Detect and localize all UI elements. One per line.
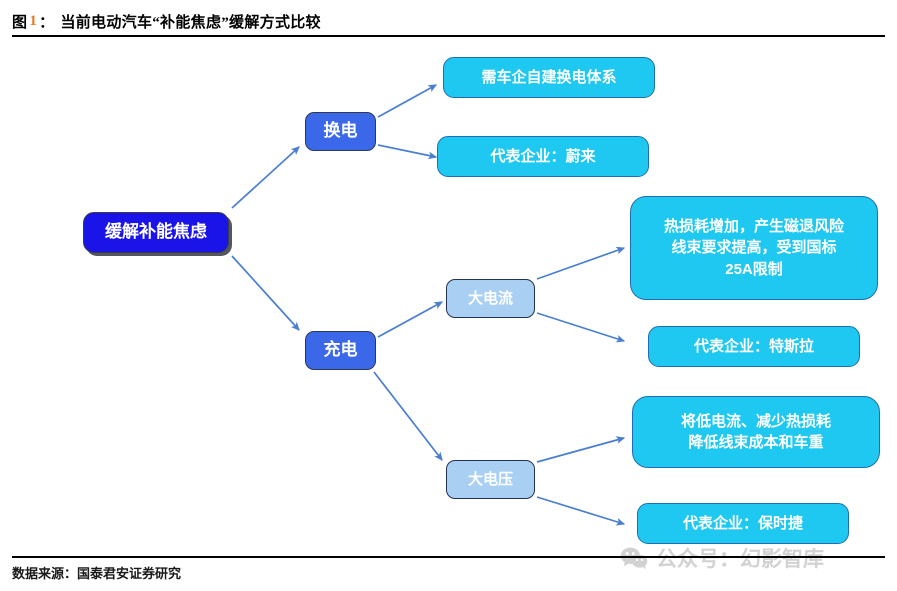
- node-chongdian[interactable]: 充电: [305, 331, 376, 370]
- figure-colon: ：: [39, 14, 55, 31]
- leaf-resunhao-line-1: 热损耗增加，产生磁退风险: [663, 218, 844, 236]
- edge-dadianliu-resunhao: [536, 246, 626, 280]
- leaf-jiangdi[interactable]: 将低电流、减少热损耗 降低线束成本和车重: [632, 396, 880, 468]
- edge-huandian-zijian: [377, 84, 438, 118]
- leaf-porsche[interactable]: 代表企业：保时捷: [637, 503, 849, 544]
- edge-dadianya-jiangdi: [536, 436, 626, 463]
- leaf-resunhao-line-3: 25A限制: [725, 260, 783, 278]
- node-huandian-label: 换电: [323, 121, 358, 141]
- source-divider: [12, 556, 885, 558]
- node-root-label: 缓解补能焦虑: [105, 222, 207, 242]
- node-chongdian-label: 充电: [323, 340, 358, 360]
- leaf-zijian[interactable]: 需车企自建换电体系: [443, 57, 655, 98]
- leaf-tesla[interactable]: 代表企业：特斯拉: [648, 326, 860, 367]
- leaf-porsche-line-1: 代表企业：保时捷: [682, 514, 803, 532]
- leaf-resunhao-line-2: 线束要求提高，受到国标: [671, 239, 837, 257]
- node-dadianliu-label: 大电流: [467, 289, 513, 307]
- source-note: 数据来源：国泰君安证券研究: [12, 566, 182, 581]
- edge-dadianliu-tesla: [536, 312, 626, 343]
- leaf-jiangdi-line-1: 将低电流、减少热损耗: [680, 412, 831, 430]
- edge-root-chongdian: [231, 255, 300, 331]
- figure-title: 图 1 ： 当前电动汽车“补能焦虑”缓解方式比较: [12, 8, 885, 34]
- edge-dadianya-porsche: [536, 496, 626, 526]
- leaf-weilai[interactable]: 代表企业：蔚来: [437, 136, 649, 177]
- leaf-resunhao[interactable]: 热损耗增加，产生磁退风险 线束要求提高，受到国标 25A限制: [630, 196, 878, 300]
- node-dadianya-label: 大电压: [467, 470, 513, 488]
- leaf-tesla-line-1: 代表企业：特斯拉: [693, 337, 814, 355]
- figure-title-text: 当前电动汽车“补能焦虑”缓解方式比较: [60, 14, 321, 31]
- node-dadianya[interactable]: 大电压: [446, 460, 535, 499]
- node-dadianliu[interactable]: 大电流: [446, 279, 535, 318]
- edge-root-huandian: [231, 146, 300, 209]
- edge-chongdian-dadianliu: [377, 301, 444, 338]
- leaf-zijian-line-1: 需车企自建换电体系: [481, 68, 617, 86]
- node-huandian[interactable]: 换电: [305, 112, 376, 151]
- node-root[interactable]: 缓解补能焦虑: [83, 212, 229, 253]
- edge-huandian-weilai: [377, 144, 438, 160]
- leaf-weilai-line-1: 代表企业：蔚来: [490, 147, 596, 165]
- edge-chongdian-dadianya: [373, 371, 443, 461]
- figure-label: 图: [12, 14, 28, 31]
- title-divider: [12, 35, 885, 37]
- leaf-jiangdi-line-2: 降低线束成本和车重: [688, 434, 824, 451]
- figure-number: 1: [29, 12, 38, 29]
